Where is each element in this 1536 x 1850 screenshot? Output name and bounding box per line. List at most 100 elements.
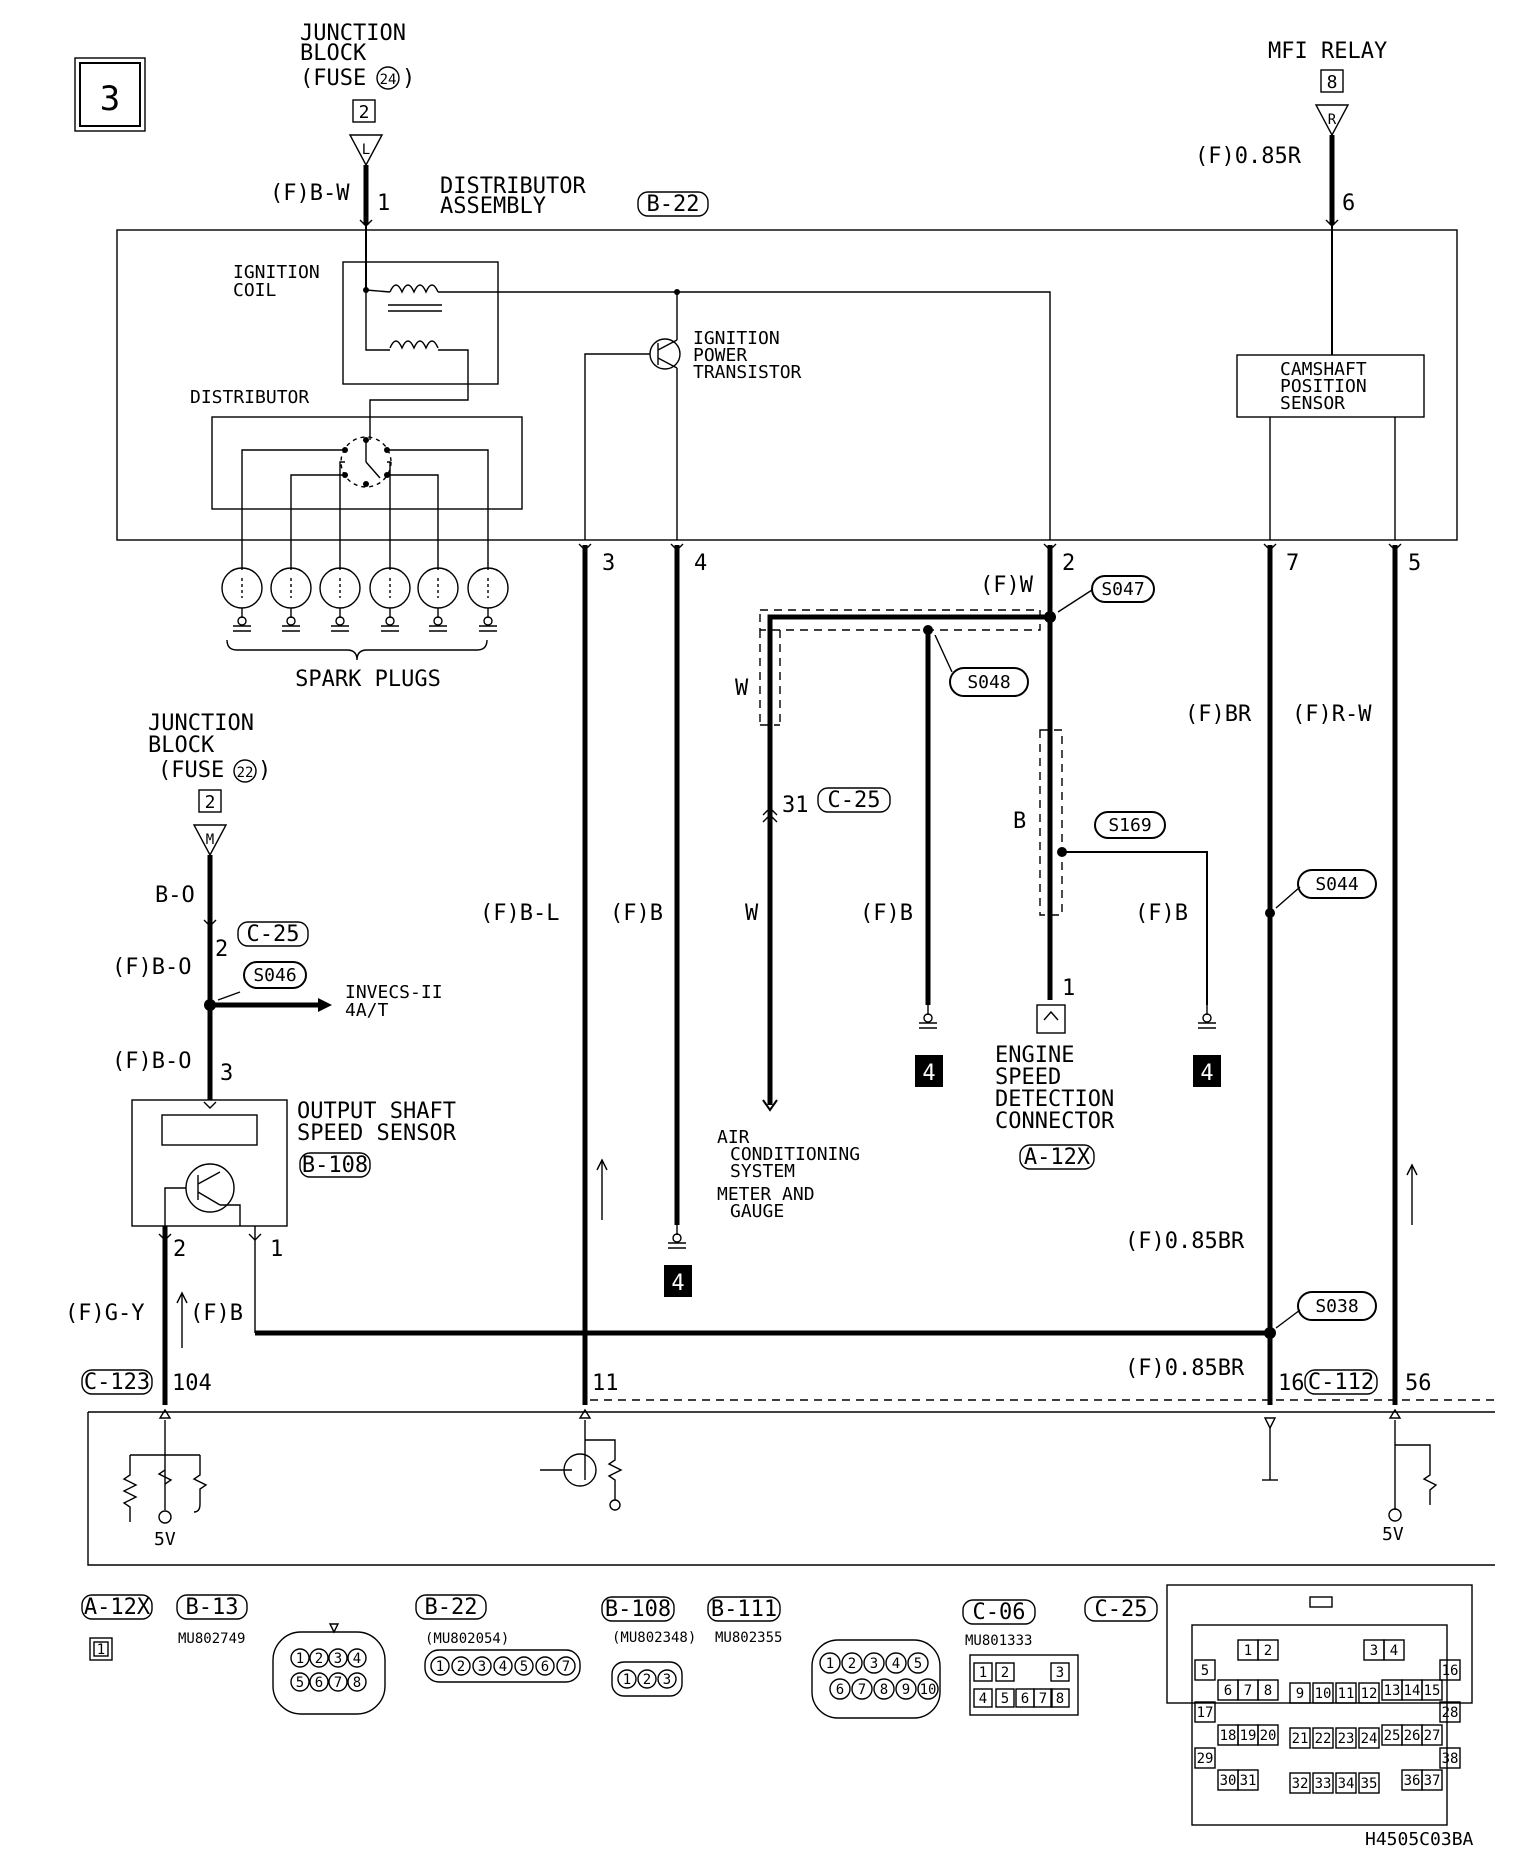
svg-text:4A/T: 4A/T: [345, 1000, 389, 1021]
c25-pin: [1335, 1727, 1357, 1749]
svg-text:5V: 5V: [154, 1529, 176, 1550]
svg-text:): ): [402, 66, 415, 91]
svg-text:CAMSHAFT: CAMSHAFT: [1280, 359, 1367, 380]
c25-pin: [1257, 1639, 1279, 1661]
b111-pin: [851, 1678, 873, 1700]
svg-text:(F)B: (F)B: [1135, 901, 1188, 926]
svg-text:(F)0.85R: (F)0.85R: [1195, 144, 1302, 169]
b111-pin-label: 2: [848, 1656, 856, 1672]
c25-pin: [1312, 1682, 1334, 1704]
c06-pin-label: 2: [1001, 1665, 1009, 1681]
c25-pin-label: 9: [1296, 1686, 1304, 1702]
spark-plugs: SPARK PLUGS: [221, 567, 509, 692]
b111-pin: [829, 1678, 851, 1700]
svg-text:(F)B-L: (F)B-L: [480, 901, 559, 926]
b13-pin: [328, 1648, 348, 1668]
c25-pin-label: 34: [1338, 1776, 1355, 1792]
svg-text:IGNITION: IGNITION: [693, 328, 780, 349]
distributor: DISTRIBUTOR: [190, 387, 523, 570]
ecu-input-circuit-56: 5V: [1382, 1408, 1438, 1545]
svg-text:AIR: AIR: [717, 1127, 750, 1148]
c25-pin: [1421, 1679, 1443, 1701]
c25-pin: [1383, 1639, 1405, 1661]
b108-pin: [617, 1669, 637, 1689]
b108-pin: [657, 1669, 677, 1689]
ecu-box: [87, 1412, 1495, 1566]
svg-text:(F)G-Y: (F)G-Y: [65, 1301, 144, 1326]
svg-text:S048: S048: [967, 672, 1010, 693]
c25-pin-label: 29: [1197, 1751, 1214, 1767]
b22-pin-label: 3: [478, 1659, 486, 1675]
b13-pin-label: 7: [334, 1675, 342, 1691]
svg-text:2: 2: [215, 937, 228, 962]
c25-pin: [1257, 1679, 1279, 1701]
b13-pin: [309, 1648, 329, 1668]
svg-text:1: 1: [270, 1237, 283, 1262]
svg-text:B-O: B-O: [155, 883, 195, 908]
svg-text:CONDITIONING: CONDITIONING: [730, 1144, 860, 1165]
svg-text:B-22: B-22: [425, 1595, 478, 1620]
c25-pin-label: 16: [1442, 1663, 1459, 1679]
svg-text:C-25: C-25: [1095, 1597, 1148, 1622]
svg-text:R: R: [1328, 112, 1337, 128]
b111-pin-label: 7: [858, 1682, 866, 1698]
b13-pin-label: 1: [296, 1651, 304, 1667]
svg-text:3: 3: [602, 551, 615, 576]
svg-text:(F)B: (F)B: [860, 901, 913, 926]
b108-pin: [637, 1669, 657, 1689]
svg-text:8: 8: [1327, 72, 1338, 93]
c25-pin: [1257, 1724, 1279, 1746]
b13-pin-label: 3: [334, 1651, 342, 1667]
svg-text:(F)0.85BR: (F)0.85BR: [1125, 1356, 1245, 1381]
b13-pin: [290, 1648, 310, 1668]
ecu-input-circuit-104: 5V: [122, 1408, 208, 1550]
c25-pin: [1194, 1747, 1216, 1769]
svg-text:(F)B-O: (F)B-O: [112, 1049, 191, 1074]
svg-text:MFI RELAY: MFI RELAY: [1268, 39, 1387, 64]
c25-pin: [1289, 1772, 1311, 1794]
svg-text:W: W: [735, 676, 749, 701]
b22-pin-label: 4: [499, 1659, 507, 1675]
svg-text:(F)BR: (F)BR: [1185, 702, 1252, 727]
svg-text:B-13: B-13: [186, 1595, 239, 1620]
b13-pin-label: 2: [315, 1651, 323, 1667]
c25-pin: [1358, 1772, 1380, 1794]
b22-pin-label: 5: [520, 1659, 528, 1675]
svg-text:C-25: C-25: [828, 788, 881, 813]
svg-text:SPEED: SPEED: [995, 1065, 1061, 1090]
svg-text:POSITION: POSITION: [1280, 376, 1367, 397]
svg-text:S047: S047: [1101, 579, 1144, 600]
svg-text:56: 56: [1405, 1371, 1432, 1396]
c06-pin-label: 1: [979, 1665, 987, 1681]
b111-pin-label: 10: [920, 1682, 937, 1698]
svg-text:A-12X: A-12X: [84, 1595, 151, 1620]
c25-pin-label: 30: [1220, 1773, 1237, 1789]
c25-pin: [1439, 1747, 1461, 1769]
c25-pin: [1194, 1659, 1216, 1681]
b22-pin-label: 6: [541, 1659, 549, 1675]
b22-pin-label: 2: [457, 1659, 465, 1675]
b22-pin: [451, 1656, 471, 1676]
svg-text:(F)R-W: (F)R-W: [1292, 702, 1372, 727]
b22-pin: [535, 1656, 555, 1676]
c25-pin: [1439, 1659, 1461, 1681]
svg-text:(F)B: (F)B: [190, 1301, 243, 1326]
b108-pin-label: 2: [643, 1672, 651, 1688]
svg-text:4: 4: [1200, 1061, 1213, 1086]
svg-text:1: 1: [97, 1642, 105, 1658]
svg-text:): ): [258, 758, 271, 783]
c25-pin-label: 35: [1361, 1776, 1378, 1792]
ecu-transistor-circuit-11: [540, 1408, 623, 1511]
svg-text:M: M: [206, 832, 214, 848]
svg-text:TRANSISTOR: TRANSISTOR: [693, 362, 802, 383]
svg-text:(F)B-O: (F)B-O: [112, 955, 191, 980]
c25-pin-label: 13: [1384, 1683, 1401, 1699]
svg-text:JUNCTION: JUNCTION: [300, 21, 406, 46]
svg-text:22: 22: [237, 765, 254, 781]
junction-block-fuse24: JUNCTION BLOCK (FUSE 24 ) 2 L: [300, 21, 415, 167]
b13-pin: [290, 1672, 310, 1692]
b22-pin: [514, 1656, 534, 1676]
